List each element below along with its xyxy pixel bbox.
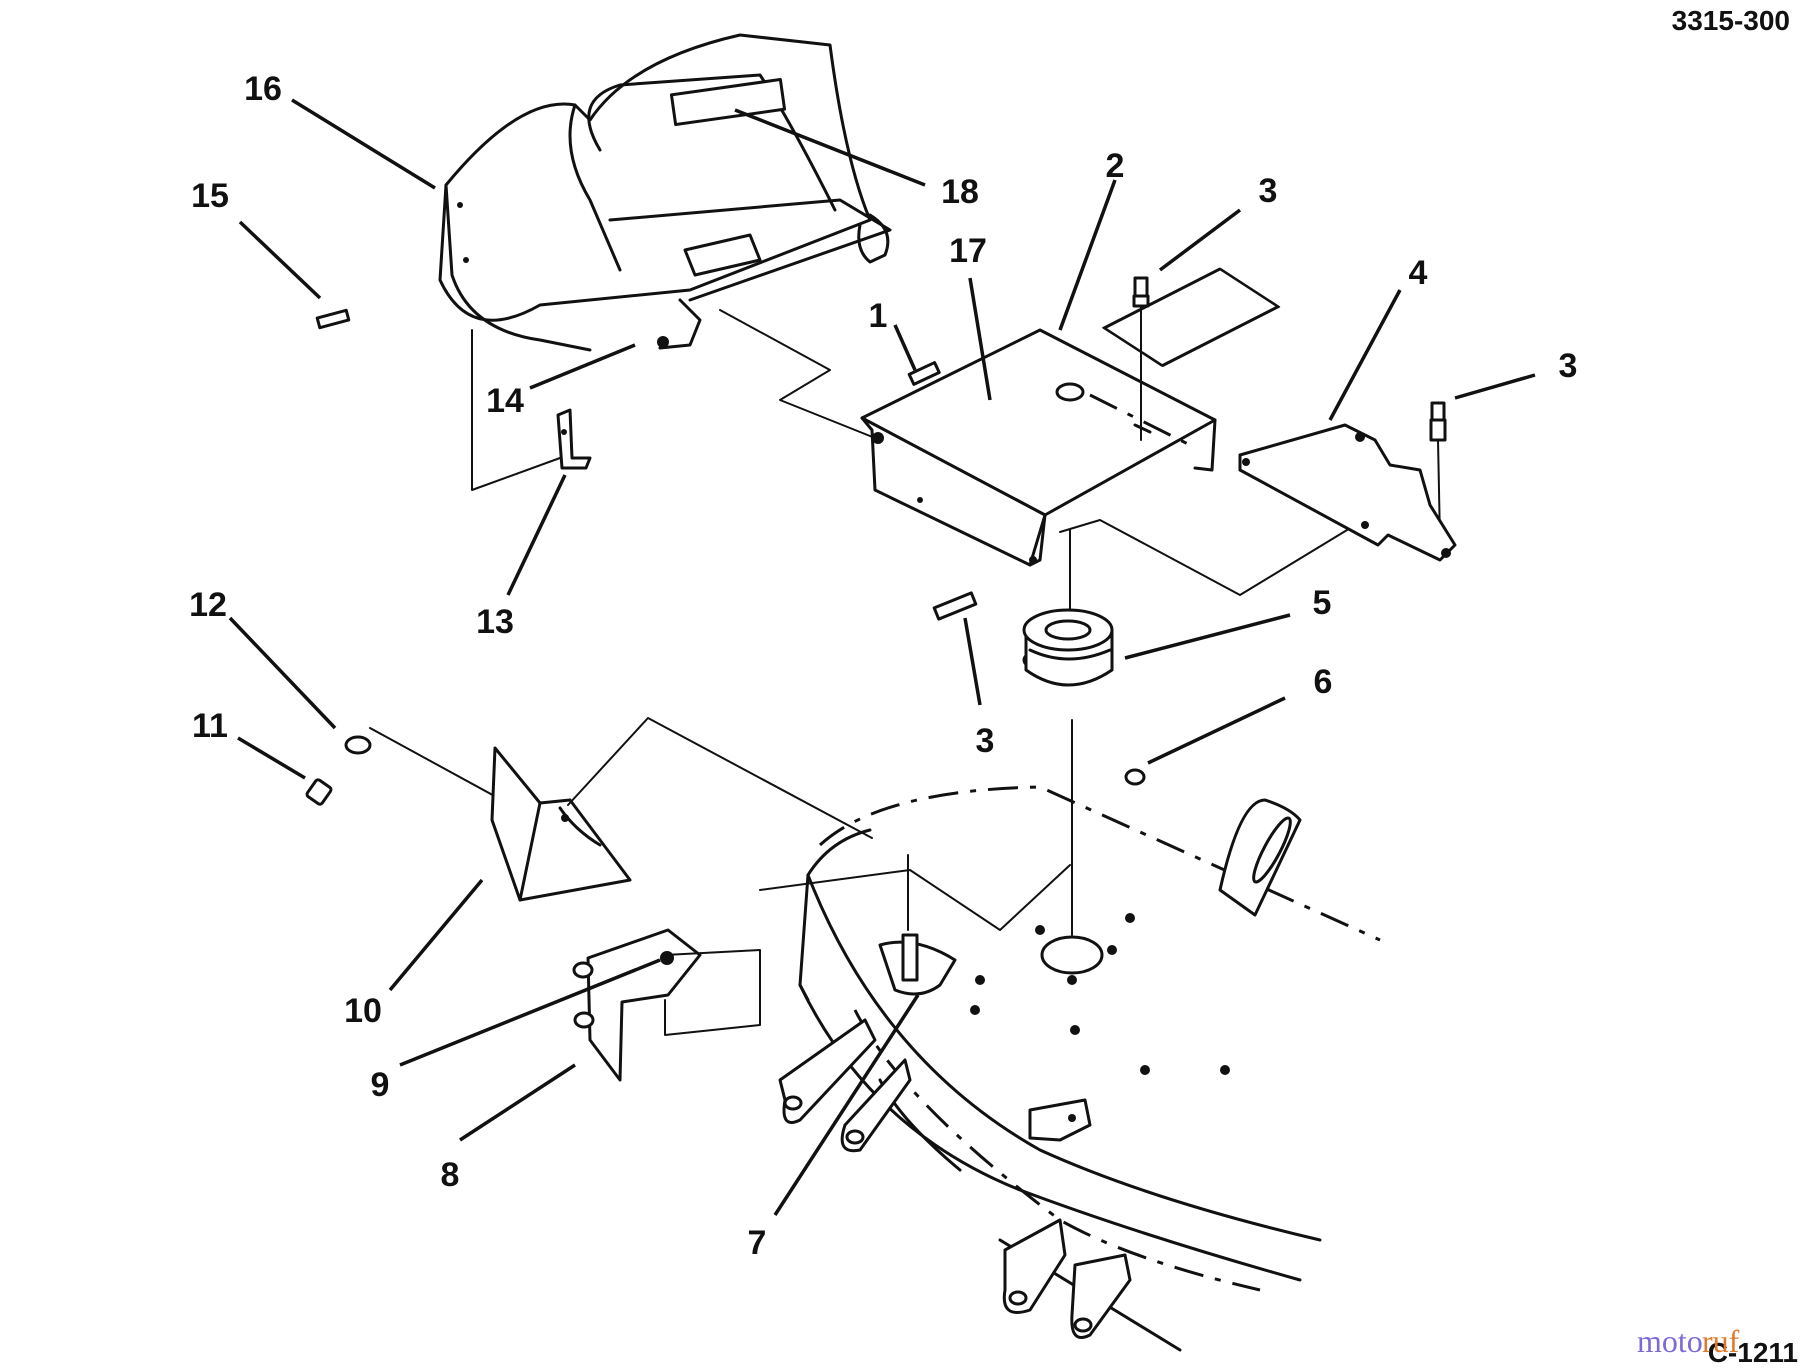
discharge-chute — [438, 33, 892, 352]
callout-2: 2 — [1106, 147, 1125, 185]
leader-lines — [228, 98, 1536, 1216]
bracket-13 — [471, 329, 592, 491]
watermark-part-a: moto — [1637, 1323, 1703, 1359]
nut-6 — [1124, 768, 1146, 786]
watermark-logo: moto ruf — [1637, 1323, 1740, 1359]
baffle-10 — [490, 717, 873, 902]
callout-3-right: 3 — [1559, 347, 1578, 385]
bolt-11 — [305, 778, 333, 806]
decal-18 — [669, 77, 787, 127]
bracket-8 — [572, 928, 761, 1082]
callout-18: 18 — [941, 173, 979, 211]
pulley-5 — [1022, 529, 1114, 936]
bolt-3-top — [1132, 276, 1150, 441]
callout-7: 7 — [748, 1224, 767, 1262]
callout-5: 5 — [1313, 584, 1332, 622]
callout-labels: 16 15 18 2 3 17 4 1 3 14 13 12 5 11 3 6 … — [189, 70, 1577, 1262]
mower-deck — [759, 785, 1381, 1352]
callout-3-top: 3 — [1259, 172, 1278, 210]
callout-11: 11 — [192, 707, 228, 745]
nut-9 — [660, 951, 674, 965]
bolt-3-lower — [932, 591, 978, 621]
callout-13: 13 — [476, 603, 514, 641]
callout-17: 17 — [949, 232, 987, 270]
callout-10: 10 — [344, 992, 382, 1030]
figure-code: C-1211 — [1708, 1337, 1798, 1368]
callout-1: 1 — [869, 297, 888, 335]
callout-4: 4 — [1409, 254, 1428, 292]
callout-16: 16 — [244, 70, 282, 108]
bolt-1 — [907, 361, 941, 386]
bracket-4 — [1238, 423, 1457, 562]
callout-8: 8 — [441, 1156, 460, 1194]
callout-3-lower: 3 — [976, 722, 995, 760]
bolt-15 — [315, 308, 351, 330]
callout-6: 6 — [1314, 663, 1333, 701]
callout-9: 9 — [371, 1066, 390, 1104]
mounting-plate-2 — [860, 267, 1281, 567]
callout-14: 14 — [486, 382, 524, 420]
drawing-number: 3315-300 — [1672, 5, 1790, 36]
callout-12: 12 — [189, 586, 227, 624]
callout-15: 15 — [191, 177, 229, 215]
watermark-part-b: ruf — [1702, 1323, 1740, 1359]
